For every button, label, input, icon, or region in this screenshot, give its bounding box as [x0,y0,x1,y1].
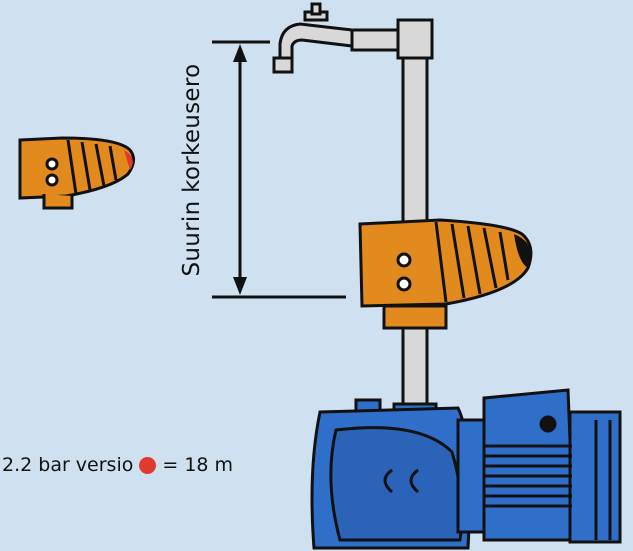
version-caption-text: 2.2 bar versio [2,454,134,476]
faucet-icon [272,2,354,74]
height-difference-label: Suurin korkeusero [179,63,205,277]
height-dimension [212,40,346,299]
jet-pump-icon [310,388,622,550]
pressure-switch-icon [18,136,135,210]
pressure-switch-large [358,218,533,330]
version-caption-value: = 18 m [162,454,234,476]
red-dot-icon [139,456,157,474]
version-caption: 2.2 bar versio = 18 m [2,454,233,476]
pipe [350,18,434,410]
